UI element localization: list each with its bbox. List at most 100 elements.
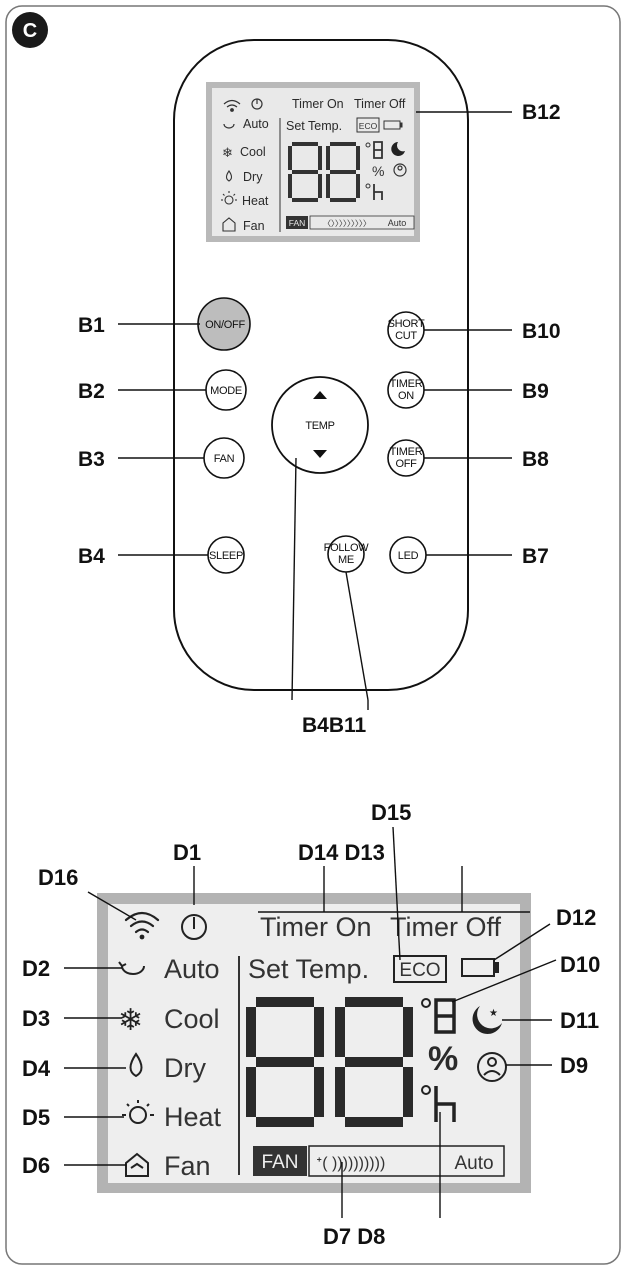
callout-d15: D15 xyxy=(371,800,411,825)
mode-auto: Auto xyxy=(164,954,220,984)
mode-fan: Fan xyxy=(164,1151,211,1181)
remote-drop-icon xyxy=(225,170,233,182)
temp-button[interactable]: TEMP xyxy=(271,376,369,474)
remote-sun-icon xyxy=(221,191,237,205)
fan-label: FAN xyxy=(214,453,235,465)
mode-cool: Cool xyxy=(164,1004,220,1034)
timer-on-label: Timer On xyxy=(260,912,372,942)
remote-timer-on: Timer On xyxy=(292,97,344,111)
large-digit-1 xyxy=(246,997,324,1127)
fan-speed-bar xyxy=(308,1145,505,1177)
follow-me-button[interactable]: FOLLOW ME xyxy=(324,535,370,573)
remote-sleep-icon xyxy=(391,142,405,156)
remote-snowflake-icon: ❄ xyxy=(222,145,233,160)
led-label: LED xyxy=(398,550,419,562)
remote-control: Timer On Timer Off Auto ❄ Cool Dry Heat … xyxy=(173,39,469,691)
timer-off-button[interactable]: TIMER OFF xyxy=(387,439,425,477)
callout-b4b11: B4B11 xyxy=(302,714,367,737)
remote-degree xyxy=(365,142,371,148)
on-off-label: ON/OFF xyxy=(205,319,245,331)
drop-icon xyxy=(129,1052,143,1078)
remote-wifi-icon xyxy=(223,99,241,112)
follow-me-icon xyxy=(477,1052,507,1082)
callout-d16: D16 xyxy=(38,865,78,890)
remote-eco-box xyxy=(356,117,380,133)
short-cut-label-2: CUT xyxy=(395,330,417,342)
panel-badge xyxy=(12,12,48,48)
remote-battery-icon xyxy=(383,120,403,130)
callout-b7: B7 xyxy=(522,545,549,568)
temp-up-icon xyxy=(313,391,327,399)
degree-icon xyxy=(421,998,431,1008)
mode-heat: Heat xyxy=(164,1102,222,1132)
timer-on-label-1: TIMER xyxy=(390,378,423,390)
callout-d1: D1 xyxy=(173,840,201,865)
fan-button[interactable]: FAN xyxy=(203,437,245,479)
degree-icon-2 xyxy=(421,1085,431,1095)
remote-mode-dry: Dry xyxy=(243,170,263,184)
callout-d7-d8: D7 D8 xyxy=(323,1224,385,1249)
remote-digit-1 xyxy=(288,142,322,202)
remote-mode-heat: Heat xyxy=(242,194,269,208)
remote-lcd: Timer On Timer Off Auto ❄ Cool Dry Heat … xyxy=(206,82,420,242)
remote-mode-cool: Cool xyxy=(240,145,266,159)
display-leader-lines xyxy=(64,826,557,1218)
mode-label: MODE xyxy=(210,385,242,397)
callout-d5: D5 xyxy=(22,1105,50,1130)
timer-on-button[interactable]: TIMER ON xyxy=(387,371,425,409)
callout-d4: D4 xyxy=(22,1056,51,1081)
callout-d12: D12 xyxy=(556,905,596,930)
remote-auto-tag: Auto xyxy=(388,218,407,228)
svg-text:★: ★ xyxy=(489,1008,498,1019)
remote-follow-icon xyxy=(393,163,407,177)
timer-off-label-2: OFF xyxy=(395,458,417,470)
callout-b8: B8 xyxy=(522,448,549,471)
remote-eco: ECO xyxy=(359,121,378,131)
temp-down-icon xyxy=(313,450,327,458)
fan-tag: FAN xyxy=(262,1152,299,1173)
remote-timer-off: Timer Off xyxy=(354,97,406,111)
remote-auto-icon xyxy=(223,123,235,129)
lcd-display-detail: Timer On Timer Off Auto ❄ Cool Dry Heat … xyxy=(97,893,531,1193)
remote-lcd-screen xyxy=(212,88,414,236)
panel-letter: C xyxy=(23,20,37,42)
remote-leader-lines xyxy=(118,111,512,710)
remote-degree-2 xyxy=(365,183,371,189)
callout-b2: B2 xyxy=(78,380,105,403)
callout-b9: B9 xyxy=(522,380,549,403)
remote-set-temp: Set Temp. xyxy=(286,119,342,133)
callout-b1: B1 xyxy=(78,314,105,337)
sleep-button[interactable]: SLEEP xyxy=(207,536,245,574)
callout-d2: D2 xyxy=(22,956,50,981)
set-temp-label: Set Temp. xyxy=(248,954,369,984)
sun-icon xyxy=(122,1100,154,1124)
timer-on-label-2: ON xyxy=(398,390,414,402)
short-cut-button[interactable]: SHORT CUT xyxy=(387,311,425,349)
follow-me-label-1: FOLLOW xyxy=(324,542,370,554)
auto-tag: Auto xyxy=(454,1153,493,1174)
remote-percent-icon: % xyxy=(372,163,384,179)
remote-fan-tag: FAN xyxy=(289,218,306,228)
follow-me-label-2: ME xyxy=(338,554,354,566)
callout-d6: D6 xyxy=(22,1153,50,1178)
mode-button[interactable]: MODE xyxy=(205,369,247,411)
eco-label: ECO xyxy=(399,960,440,981)
callout-d9: D9 xyxy=(560,1053,588,1078)
battery-icon xyxy=(461,958,499,977)
sleep-label: SLEEP xyxy=(209,550,243,562)
callout-b4: B4 xyxy=(78,545,105,568)
remote-fan-tag-box xyxy=(286,216,308,229)
eco-box xyxy=(393,955,447,983)
callout-d14-d13: D14 D13 xyxy=(298,840,385,865)
remote-speed-bar xyxy=(309,215,415,230)
small-digit xyxy=(434,998,456,1034)
wifi-icon xyxy=(124,911,160,940)
remote-hour-glyph xyxy=(373,184,383,200)
led-button[interactable]: LED xyxy=(389,536,427,574)
callout-d3: D3 xyxy=(22,1006,50,1031)
on-off-button[interactable]: ON/OFF xyxy=(197,297,251,351)
timer-off-label: Timer Off xyxy=(390,912,502,942)
remote-fan-mode-icon xyxy=(222,217,236,232)
remote-power-icon xyxy=(251,98,263,110)
